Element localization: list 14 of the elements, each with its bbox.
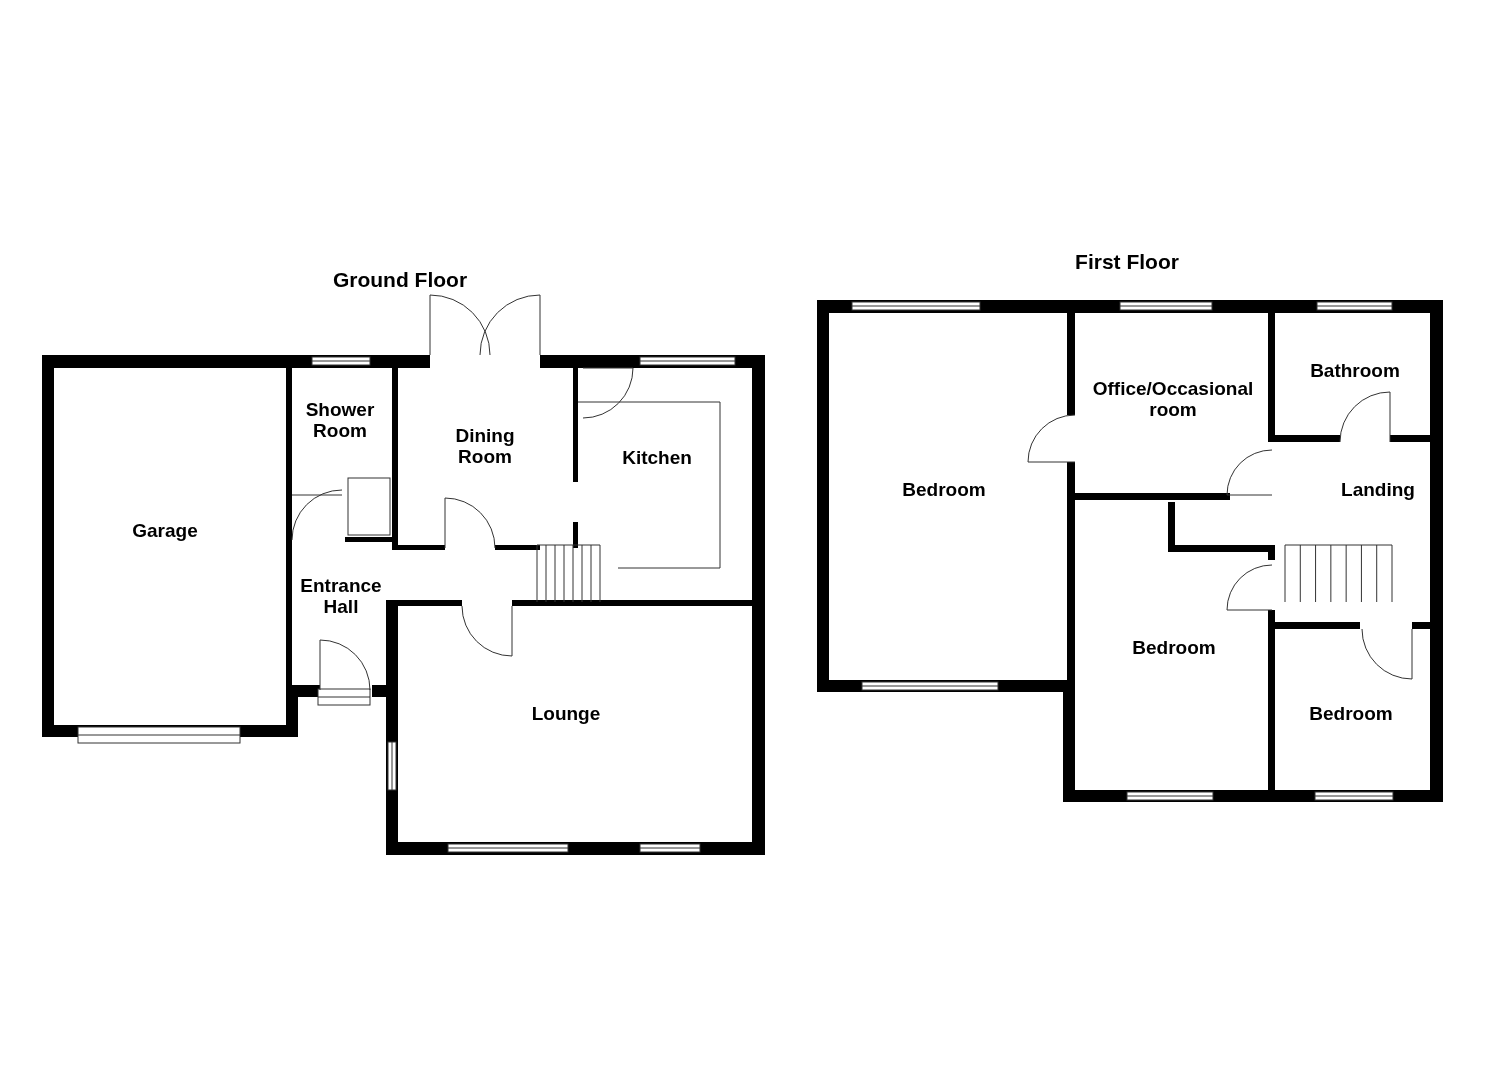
room-name: Shower Room	[304, 399, 376, 441]
floor-heading: Ground Floor	[332, 268, 468, 292]
room-name: Office/Occasional room	[1091, 378, 1255, 420]
room-name: Bathroom	[1310, 359, 1400, 381]
room-name: Bedroom	[902, 478, 986, 500]
room-name: Landing	[1341, 478, 1415, 500]
room-name: Kitchen	[622, 446, 692, 468]
room-name: Dining Room	[454, 425, 516, 467]
room-name: Garage	[132, 519, 198, 541]
room-name: Bedroom	[1309, 702, 1393, 724]
room-name: Entrance Hall	[299, 575, 383, 617]
floor-heading: First Floor	[1075, 250, 1179, 274]
room-name: Lounge	[531, 702, 601, 724]
room-name: Bedroom	[1132, 636, 1216, 658]
